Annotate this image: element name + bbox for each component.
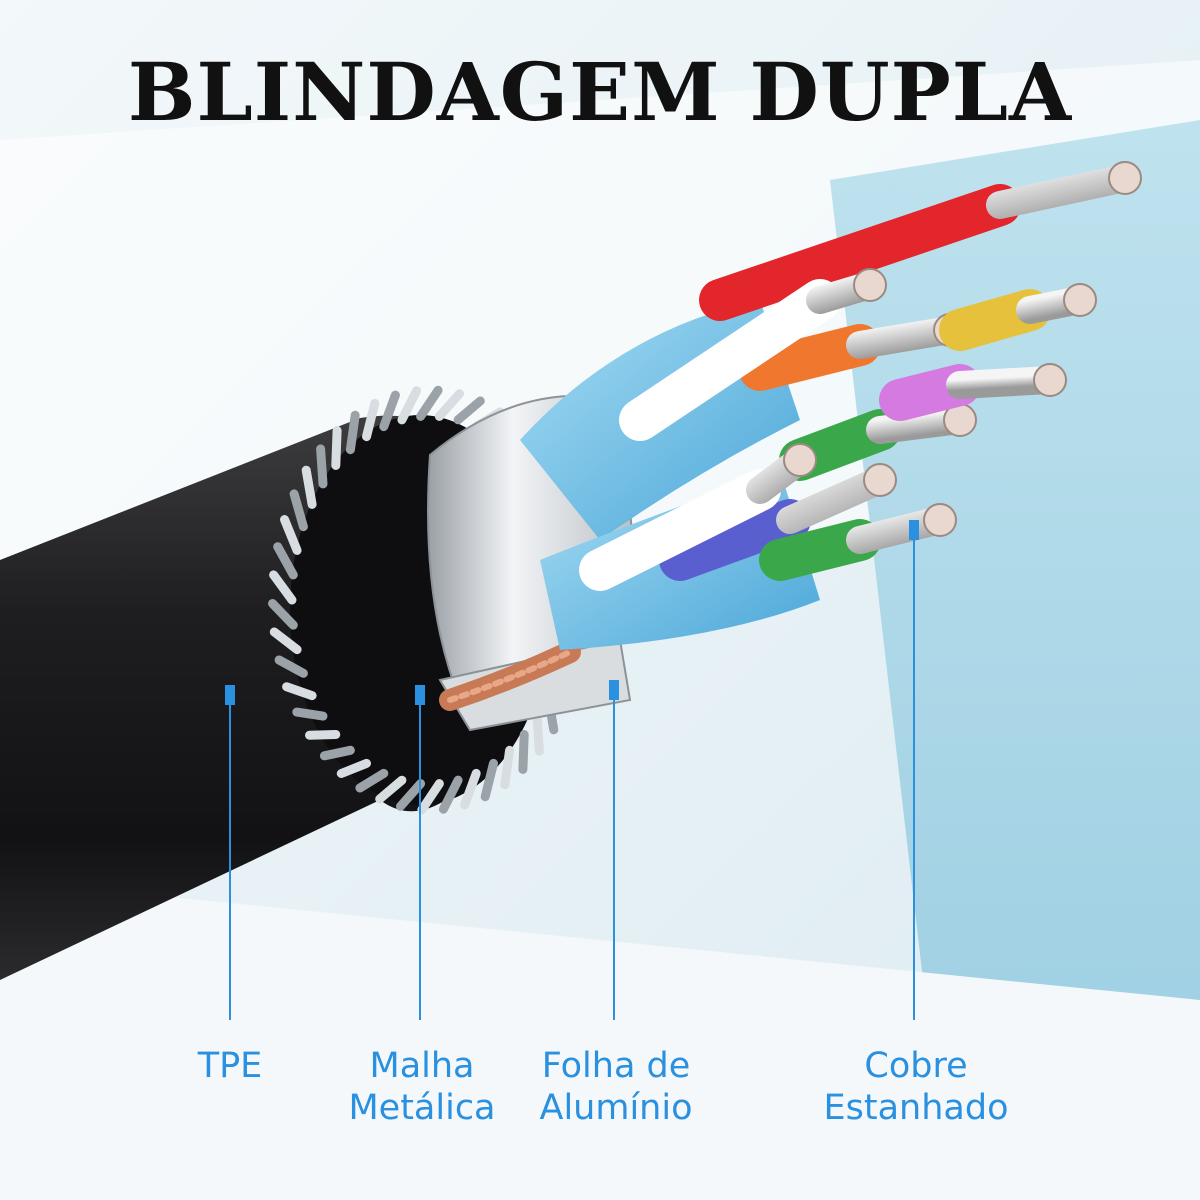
braid-strand (274, 655, 308, 678)
conductor-tip (1063, 283, 1097, 317)
label-metal-braid-line1: Malha (369, 1046, 475, 1086)
conductor-insulation (619, 279, 841, 441)
callout-marker-malha (415, 685, 425, 705)
braid-strand (532, 711, 544, 756)
braid-strand (355, 768, 389, 793)
page-title: BLINDAGEM DUPLA (127, 45, 1073, 139)
braid-strand (500, 745, 515, 790)
background-floor (0, 880, 1200, 1200)
label-metal-braid: Malha Metálica (344, 1045, 500, 1129)
braid-strand (331, 426, 342, 470)
label-tinned-copper-line1: Cobre (864, 1046, 968, 1086)
conductor-tip (1033, 363, 1067, 397)
label-metal-braid-line2: Metálica (348, 1088, 496, 1128)
braid-strand (269, 627, 302, 655)
conductor-tip (863, 463, 897, 497)
braid-strand (518, 730, 529, 774)
braid-strand (336, 758, 371, 778)
conductor-insulation (739, 324, 881, 391)
label-tpe: TPE (178, 1045, 282, 1087)
label-aluminum-foil-line2: Alumínio (539, 1088, 693, 1128)
braid-strand (273, 542, 298, 580)
braid-strand (301, 465, 317, 509)
callout-marker-tpe (225, 685, 235, 705)
braid-strand (362, 398, 380, 442)
callout-markers (225, 520, 919, 705)
copper-drain-wire (439, 641, 581, 711)
callout-marker-folha (609, 680, 619, 700)
label-tinned-copper-line2: Estanhado (823, 1088, 1009, 1128)
label-aluminum-foil-line1: Folha de (541, 1046, 691, 1086)
braid-strand (453, 396, 485, 425)
braid-strand (292, 707, 328, 721)
braid-strand (289, 489, 308, 532)
conductor-tip (783, 443, 817, 477)
conductor-copper-strands (986, 164, 1139, 219)
braid-strand (280, 515, 302, 555)
braid-strand (269, 570, 297, 605)
braid-strand (480, 758, 498, 802)
colored-conductors (579, 161, 1142, 591)
braid-strand (396, 779, 426, 811)
conductor-insulation (579, 469, 781, 591)
background-wall-right (830, 120, 1200, 1040)
label-tinned-copper: Cobre Estanhado (818, 1045, 1014, 1129)
braid-strand (379, 390, 400, 432)
conductor-tip (853, 268, 887, 302)
braid-strand (375, 775, 407, 804)
braid-strand (319, 745, 355, 761)
braid-strand (434, 389, 464, 421)
label-tpe-line1: TPE (197, 1046, 263, 1086)
braid-strand (345, 410, 360, 455)
braid-strand (268, 599, 298, 630)
braid-strand (282, 682, 317, 701)
braid-strand (316, 444, 328, 489)
callout-lines (229, 525, 915, 1020)
callout-marker-cobre (909, 520, 919, 540)
conductor-tip (1108, 161, 1142, 195)
label-aluminum-foil: Folha de Alumínio (530, 1045, 702, 1129)
braid-strand (305, 730, 341, 740)
conductor-tip (923, 503, 957, 537)
conductor-insulation (659, 499, 811, 581)
braid-strand (397, 386, 422, 425)
braid-strand (416, 385, 443, 421)
braid-strand (438, 775, 463, 814)
braid-strand (460, 768, 481, 810)
braid-strand (417, 779, 444, 815)
conductor-insulation (699, 184, 1021, 321)
